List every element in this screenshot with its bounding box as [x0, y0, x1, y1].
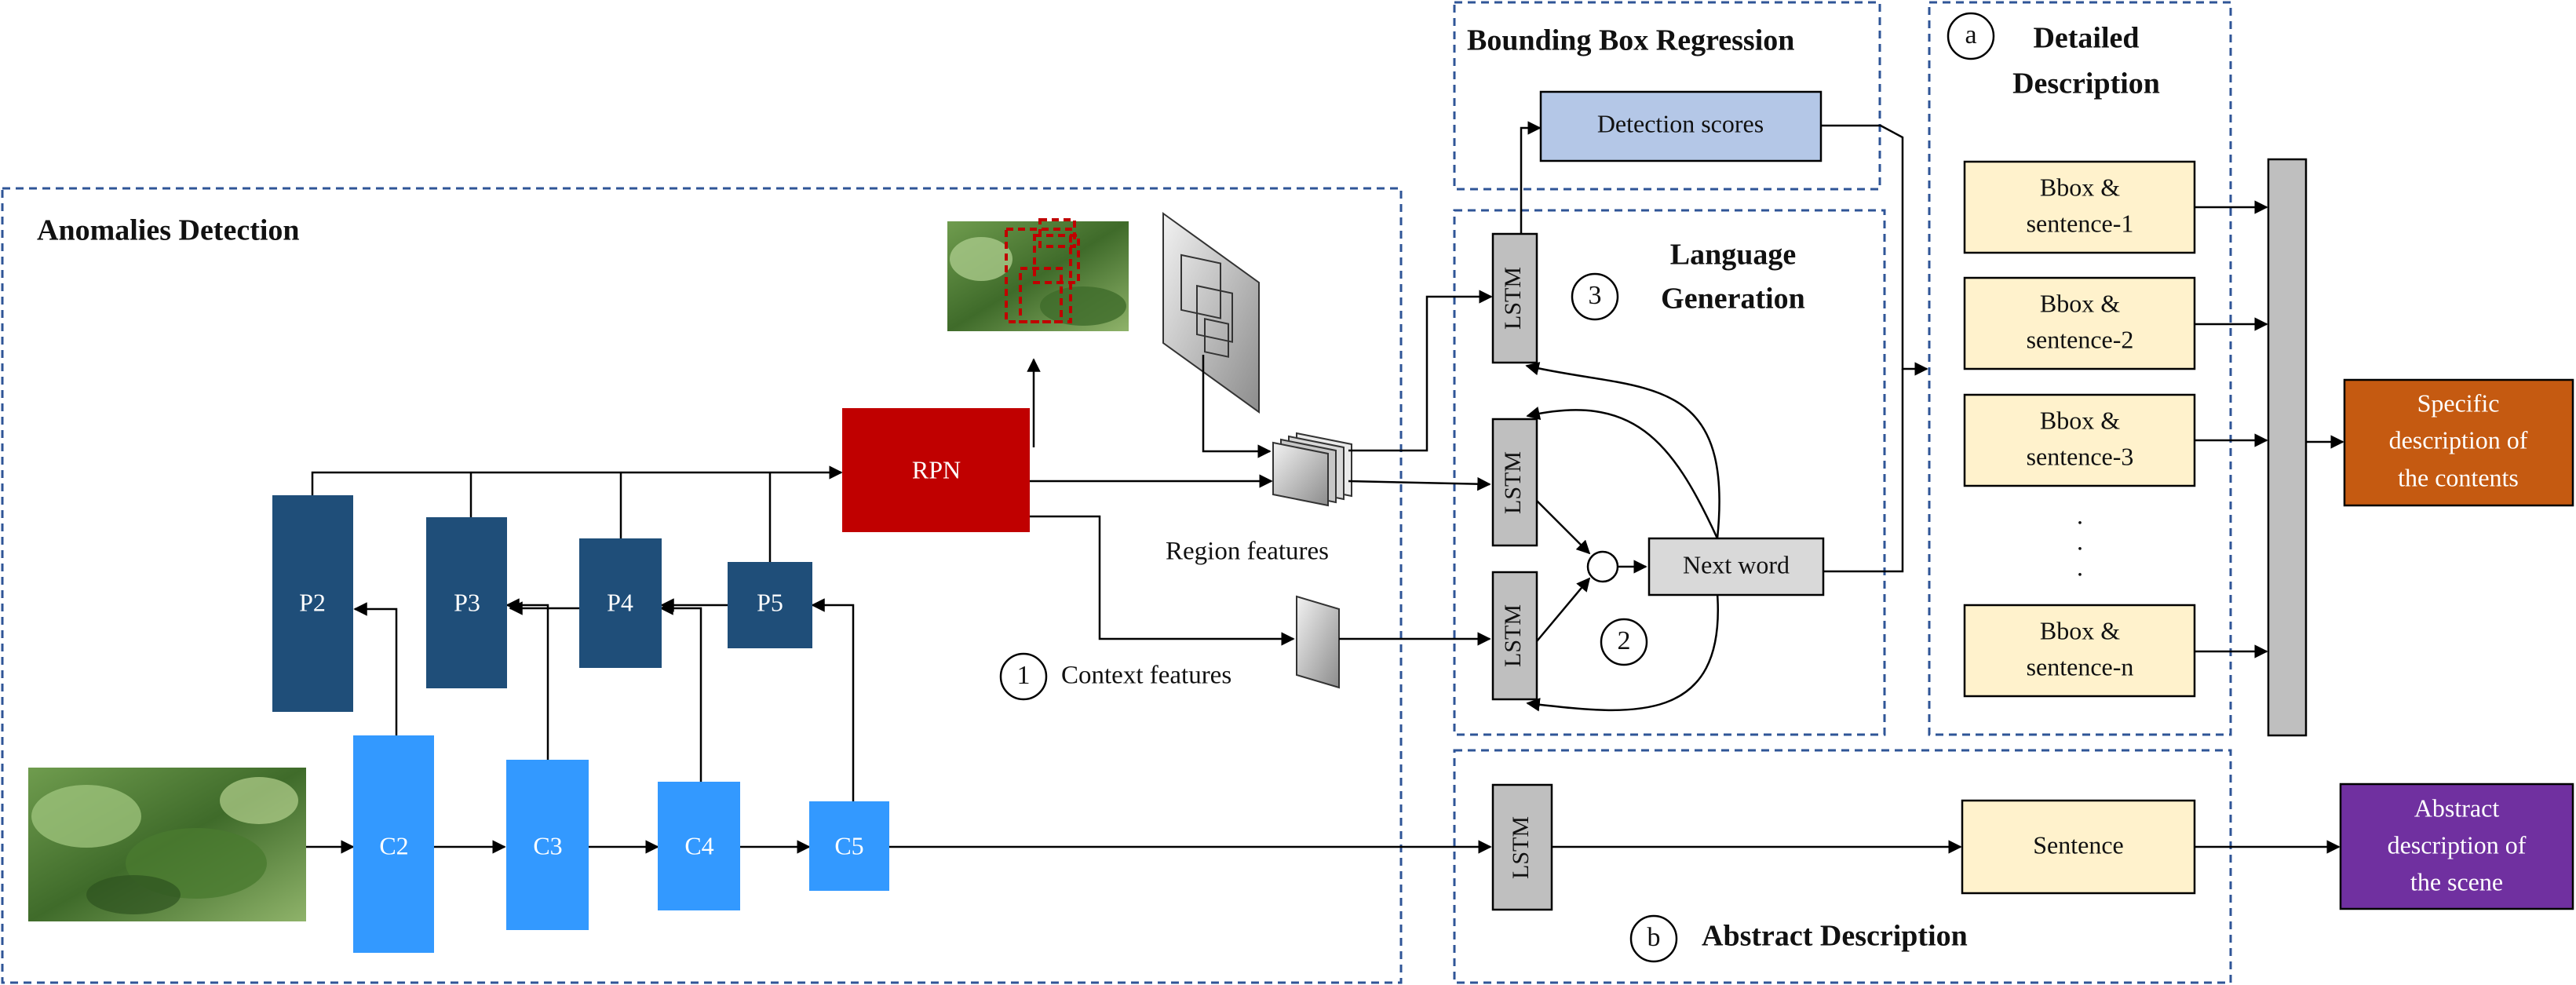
- p5-label: P5: [757, 588, 783, 616]
- language-generation-frame: [1453, 209, 1886, 736]
- language-generation-title-line2: Generation: [1661, 283, 1805, 316]
- abstract-description-frame: [1453, 749, 2232, 984]
- bbox-2-line1: Bbox &: [2040, 289, 2120, 317]
- next-word-label: Next word: [1683, 550, 1790, 578]
- abstract-line2: description of: [2388, 830, 2527, 859]
- c3-node: [506, 760, 589, 930]
- bbox-1-line2: sentence-1: [2027, 209, 2134, 237]
- marker-2-circle: [1600, 618, 1648, 666]
- c5-node: [809, 801, 889, 891]
- lstm-box-3: [1491, 232, 1538, 364]
- p5-node: [728, 562, 812, 648]
- detailed-description-title-line1: Detailed: [2033, 22, 2139, 55]
- abstract-description-box: [2339, 783, 2574, 910]
- marker-1-label: 1: [1017, 661, 1031, 690]
- bbox-3-line1: Bbox &: [2040, 406, 2120, 434]
- rpn-node: [842, 408, 1030, 532]
- bbox-n-line1: Bbox &: [2040, 616, 2120, 644]
- bbox-3-line2: sentence-3: [2027, 442, 2134, 470]
- c2-node: [353, 735, 434, 953]
- bbox-sentence-1-box: [1963, 160, 2196, 254]
- abstract-line3: the scene: [2410, 867, 2503, 896]
- lstm-label-abstract: LSTM: [1508, 816, 1534, 879]
- ellipsis-dot-2: .: [2077, 527, 2083, 555]
- bbox-sentence-3-box: [1963, 393, 2196, 487]
- feature-stack-icon: [1272, 432, 1352, 507]
- detailed-description-title-line2: Description: [2012, 67, 2160, 100]
- c4-label: C4: [684, 831, 713, 859]
- bbox-1-line1: Bbox &: [2040, 173, 2120, 201]
- c2-label: C2: [379, 831, 408, 859]
- marker-3-circle: [1571, 272, 1619, 321]
- leaf-photo-icon: [28, 768, 306, 921]
- lstm-box-1: [1491, 418, 1538, 547]
- context-features-label: Context features: [1061, 662, 1231, 690]
- c3-label: C3: [533, 831, 562, 859]
- rpn-label: RPN: [912, 455, 961, 483]
- p3-node: [426, 517, 507, 688]
- lstm-label-1: LSTM: [1500, 451, 1526, 514]
- bounding-box-regression-title: Bounding Box Regression: [1467, 24, 1794, 57]
- lstm-box-abstract: [1491, 783, 1553, 911]
- lstm-label-3: LSTM: [1500, 267, 1526, 330]
- bbox-2-line2: sentence-2: [2027, 325, 2134, 353]
- proposal-stack-icon: [1162, 212, 1260, 414]
- marker-2-label: 2: [1618, 626, 1631, 655]
- language-generation-title-line1: Language: [1670, 239, 1796, 272]
- bbox-sentence-2-box: [1963, 276, 2196, 370]
- detection-scores-box: [1539, 90, 1823, 162]
- specific-line1: Specific: [2417, 389, 2500, 417]
- abstract-description-title: Abstract Description: [1702, 920, 1968, 953]
- sentence-box: [1961, 799, 2196, 895]
- p4-label: P4: [607, 588, 633, 616]
- marker-a-circle: [1947, 12, 1995, 60]
- sum-node: [1586, 550, 1619, 583]
- abstract-line1: Abstract: [2414, 793, 2500, 822]
- anomalies-detection-title: Anomalies Detection: [37, 214, 300, 247]
- lstm-label-2: LSTM: [1500, 604, 1526, 667]
- bbox-n-line2: sentence-n: [2027, 652, 2134, 680]
- marker-3-label: 3: [1589, 281, 1602, 310]
- marker-b-circle: [1629, 914, 1678, 963]
- detection-scores-label: Detection scores: [1597, 109, 1764, 137]
- ellipsis-dot-3: .: [2077, 553, 2083, 581]
- anomalies-detection-frame: [1, 187, 1403, 984]
- bbox-sentence-n-box: [1963, 604, 2196, 698]
- specific-line2: description of: [2389, 425, 2528, 454]
- marker-b-label: b: [1647, 923, 1661, 952]
- p2-label: P2: [299, 588, 326, 616]
- detailed-description-frame: [1928, 1, 2232, 736]
- p3-label: P3: [454, 588, 480, 616]
- sentence-label: Sentence: [2033, 830, 2124, 859]
- context-feature-icon: [1296, 595, 1340, 689]
- specific-line3: the contents: [2398, 463, 2519, 491]
- detected-leaf-photo-icon: [947, 218, 1129, 331]
- marker-1-circle: [999, 652, 1048, 701]
- c4-node: [658, 782, 740, 910]
- ellipsis-dot-1: .: [2077, 501, 2083, 529]
- aggregation-bar: [2267, 158, 2308, 737]
- lstm-box-2: [1491, 571, 1538, 701]
- p2-node: [272, 495, 353, 712]
- marker-a-label: a: [1965, 20, 1976, 49]
- p4-node: [579, 538, 662, 668]
- region-features-label: Region features: [1166, 538, 1329, 566]
- c5-label: C5: [834, 831, 863, 859]
- specific-description-box: [2343, 378, 2574, 507]
- next-word-box: [1647, 537, 1825, 596]
